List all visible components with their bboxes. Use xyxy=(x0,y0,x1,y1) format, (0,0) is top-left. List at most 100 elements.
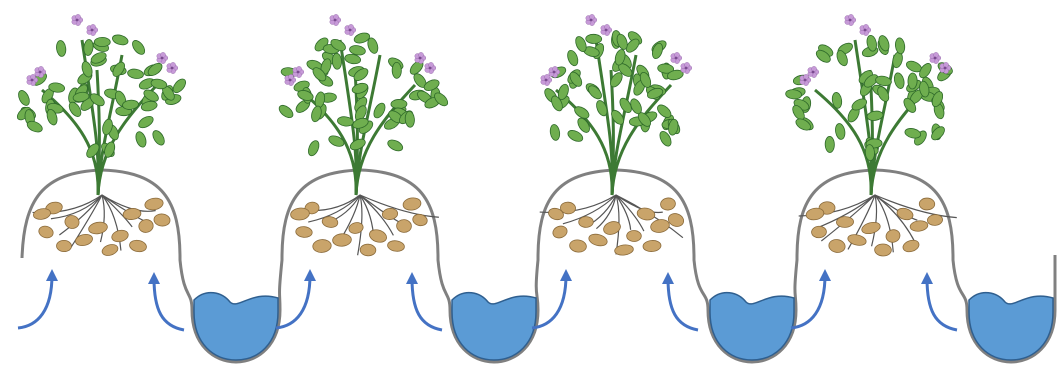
tuber-icon xyxy=(627,230,642,241)
leaf xyxy=(405,111,415,128)
upward-arrow-icon xyxy=(18,275,52,328)
capillary-arrows-1 xyxy=(18,275,184,330)
leaf xyxy=(150,129,166,147)
capillary-arrows-3 xyxy=(532,275,698,330)
tubers xyxy=(33,197,171,258)
leaf xyxy=(908,73,918,89)
flower-icon xyxy=(171,67,174,70)
tuber-icon xyxy=(828,238,846,253)
tuber-icon xyxy=(861,220,882,235)
leaf xyxy=(893,72,906,90)
flower-icon xyxy=(161,57,164,60)
leaf xyxy=(277,103,295,120)
tuber-icon xyxy=(551,224,568,240)
flower-icon xyxy=(76,19,79,22)
potato-plant-2 xyxy=(277,14,450,256)
tuber-icon xyxy=(88,221,109,236)
tubers xyxy=(805,198,943,256)
flower-icon xyxy=(675,57,678,60)
tuber-icon xyxy=(650,218,671,234)
tuber-icon xyxy=(588,232,609,247)
flower-icon xyxy=(334,19,337,22)
flower-icon xyxy=(685,67,688,70)
tuber-icon xyxy=(569,239,587,253)
flower-icon xyxy=(289,79,292,82)
leaf xyxy=(111,33,129,46)
potato-plant-4 xyxy=(785,14,957,256)
soil-profile xyxy=(22,170,1055,362)
tuber-icon xyxy=(910,220,929,232)
tuber-icon xyxy=(402,197,422,212)
flower-icon xyxy=(429,67,432,70)
tuber-icon xyxy=(811,226,827,238)
leaf xyxy=(16,89,31,107)
tuber-icon xyxy=(396,219,412,233)
leaf xyxy=(825,136,835,152)
leaf xyxy=(386,138,404,153)
leaf xyxy=(566,49,580,67)
flower-icon xyxy=(39,71,42,74)
flower-icon xyxy=(297,71,300,74)
leaf xyxy=(834,123,846,140)
flower-icon xyxy=(349,29,352,32)
tuber-icon xyxy=(884,228,901,244)
flower-icon xyxy=(934,57,937,60)
tuber-icon xyxy=(382,208,399,221)
tuber-icon xyxy=(144,197,164,212)
leaf xyxy=(392,62,401,78)
flower-icon xyxy=(944,67,947,70)
soil-outline xyxy=(22,170,1055,362)
tuber-icon xyxy=(836,216,854,227)
flower-icon xyxy=(605,29,608,32)
leaf xyxy=(549,124,561,141)
tuber-icon xyxy=(290,207,310,221)
tuber-icon xyxy=(919,198,935,210)
leaf xyxy=(83,39,94,56)
flower-icon xyxy=(590,19,593,22)
flower-icon xyxy=(804,79,807,82)
flower-icon xyxy=(545,79,548,82)
leaf xyxy=(94,37,110,46)
leaf xyxy=(134,130,148,148)
flower-icon xyxy=(91,29,94,32)
tuber-icon xyxy=(74,233,93,248)
leaf xyxy=(306,139,321,157)
tuber-icon xyxy=(295,226,312,238)
leaf xyxy=(391,99,407,109)
leaf xyxy=(332,53,342,70)
leaf xyxy=(56,40,67,57)
flower-icon xyxy=(553,71,556,74)
flower-icon xyxy=(864,29,867,32)
leaf xyxy=(372,101,388,119)
tubers xyxy=(547,197,685,256)
upward-arrow-icon xyxy=(154,278,184,330)
tuber-icon xyxy=(153,213,170,227)
tuber-icon xyxy=(368,228,388,245)
tuber-icon xyxy=(360,244,376,256)
flower-icon xyxy=(31,79,34,82)
upward-arrow-icon xyxy=(668,278,698,330)
tuber-icon xyxy=(874,244,891,257)
flower-icon xyxy=(849,19,852,22)
tuber-icon xyxy=(101,243,120,258)
capillary-arrows-4 xyxy=(791,275,957,330)
tuber-icon xyxy=(579,216,594,227)
foliage xyxy=(15,33,188,159)
flower-icon xyxy=(812,71,815,74)
leaf xyxy=(130,38,147,56)
tuber-icon xyxy=(312,239,331,253)
tuber-icon xyxy=(412,213,429,227)
tuber-icon xyxy=(332,233,351,247)
tuber-icon xyxy=(643,240,662,252)
tuber-icon xyxy=(660,197,676,211)
capillary-arrows-2 xyxy=(276,275,442,330)
tuber-icon xyxy=(56,240,71,252)
tuber-icon xyxy=(387,240,405,253)
leaf xyxy=(127,68,144,80)
tuber-icon xyxy=(138,218,154,233)
tuber-icon xyxy=(111,229,130,244)
leaf xyxy=(586,34,602,44)
flower-icon xyxy=(419,57,422,60)
